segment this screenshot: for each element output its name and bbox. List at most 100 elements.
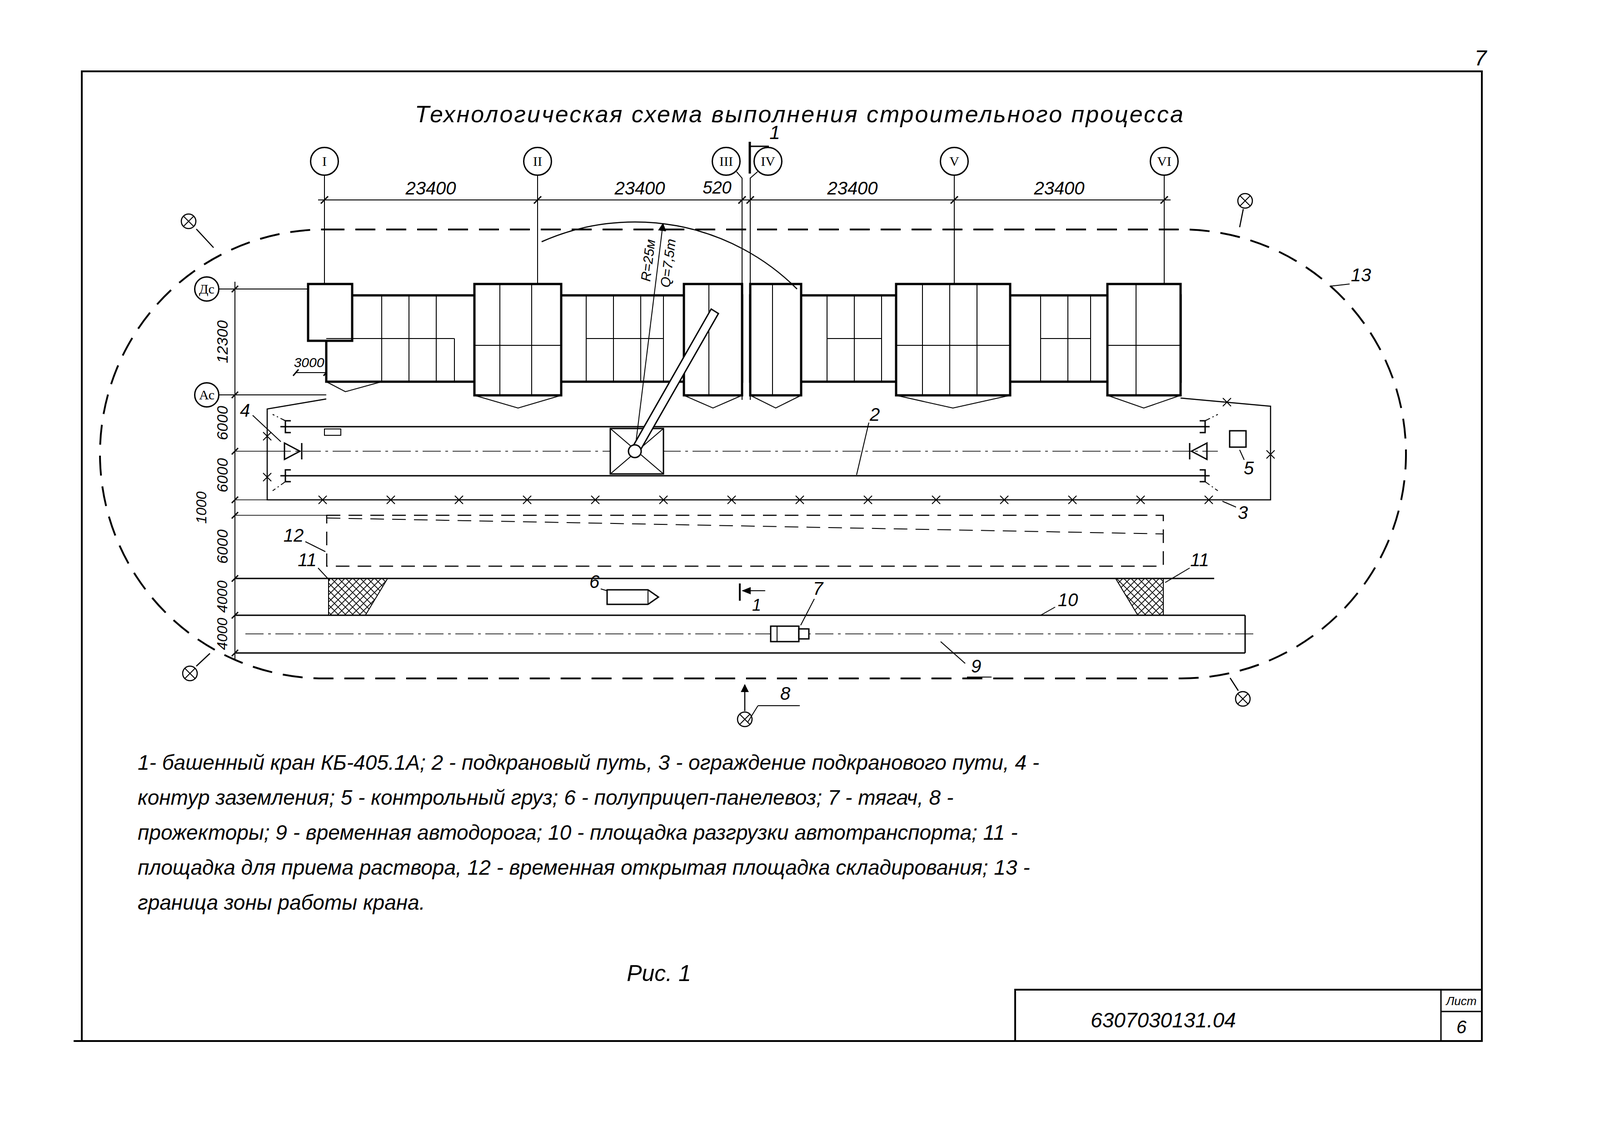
drawing-code: 6307030131.04 <box>1090 1008 1237 1032</box>
track-stop <box>1189 443 1207 460</box>
dimension-tick <box>293 369 329 376</box>
building-section <box>308 284 353 341</box>
callout-number: 12 <box>283 525 305 546</box>
dimension-label: 520 <box>702 178 732 198</box>
callout-number: 11 <box>297 549 317 570</box>
leader-line <box>252 415 281 442</box>
dimension-label: 6000 <box>214 405 231 441</box>
callout-number: 7 <box>812 578 823 599</box>
sheet-frame <box>73 71 1482 1042</box>
leader-line <box>940 641 992 678</box>
dimension-label: 6000 <box>214 458 231 493</box>
dimension-label: 6000 <box>214 529 231 564</box>
axis-label: II <box>533 154 543 169</box>
building-section <box>683 284 743 396</box>
extension-line <box>234 451 327 516</box>
axis-label: Ас <box>199 387 215 403</box>
crane-zone-boundary <box>99 229 1406 679</box>
axis-label: IV <box>760 154 776 169</box>
mortar-pad <box>1115 578 1164 616</box>
figure-caption: Рис. 1 <box>626 961 692 987</box>
leader-line <box>1040 607 1056 616</box>
building-section <box>896 284 1011 396</box>
drawing-title: Технологическая схема выполнения строите… <box>414 101 1185 128</box>
building-partition <box>326 284 1181 396</box>
section-mark-number: 1 <box>752 596 762 615</box>
dimension-label: 23400 <box>405 178 456 199</box>
dimension-label: 23400 <box>614 178 665 199</box>
mortar-pad <box>328 578 388 616</box>
callout-number: 6 <box>589 571 600 592</box>
sheet-label: Лист <box>1446 994 1477 1008</box>
panel-trailer <box>607 589 659 605</box>
dimension-line <box>318 199 1171 201</box>
leader-line <box>1165 568 1190 583</box>
axis-label: V <box>949 154 960 169</box>
axis-label: I <box>322 154 327 169</box>
storage-area <box>326 518 1164 534</box>
dimension-label: 3000 <box>294 354 325 370</box>
track-fence <box>267 398 1271 500</box>
crane-boom <box>631 309 719 454</box>
axis-line <box>324 175 1165 285</box>
dimension-line <box>295 372 327 374</box>
building-section <box>750 284 802 396</box>
axis-marker: Ас <box>194 382 220 408</box>
section-mark-number: 1 <box>769 122 780 144</box>
legend-note: 1- башенный кран КБ-405.1А; 2 - подкрано… <box>137 745 1070 921</box>
axis-marker: IV <box>753 146 783 176</box>
crane-capacity-label: Q=7,5т <box>657 238 679 289</box>
crane-radius-label: R=25м <box>638 238 658 283</box>
panel-trailer <box>647 589 649 605</box>
building-section <box>1107 284 1181 396</box>
axis-marker: Дс <box>194 276 220 302</box>
grounding-clamp <box>285 420 1206 482</box>
callout-number: 5 <box>1243 458 1254 479</box>
title-block <box>1015 989 1482 1042</box>
building-bay <box>326 381 1181 409</box>
dimension-line <box>234 281 236 659</box>
dimension-label: 23400 <box>1033 178 1085 199</box>
callout-number: 10 <box>1057 589 1079 610</box>
sheet-number: 6 <box>1456 1016 1467 1037</box>
tractor-cab <box>798 628 809 639</box>
axis-marker: II <box>523 146 553 176</box>
fence-mark <box>263 398 1275 504</box>
axis-label: III <box>719 154 733 169</box>
callout-number: 11 <box>1190 549 1210 570</box>
dimension-label: 4000 <box>214 617 231 650</box>
track-marker <box>324 428 341 436</box>
leader-line <box>856 422 869 475</box>
dimension-label: 23400 <box>827 178 878 199</box>
axis-label: VI <box>1156 154 1172 169</box>
grounding-contour <box>272 414 1218 491</box>
spotlight-beam <box>196 209 1244 712</box>
track-stop <box>284 443 302 460</box>
axis-label: Дс <box>199 281 215 297</box>
axis-marker: I <box>309 146 339 176</box>
storage-area <box>326 515 1164 567</box>
tractor <box>770 626 799 642</box>
section-mark <box>738 583 741 601</box>
dimension-label: 1000 <box>193 491 210 524</box>
section-arrow <box>741 587 751 595</box>
callout-number: 4 <box>239 400 250 421</box>
road-centerline <box>245 633 1257 635</box>
leader-line <box>1222 501 1237 508</box>
crane-pivot <box>628 444 642 458</box>
tractor <box>776 626 778 642</box>
callout-number: 8 <box>780 683 791 704</box>
dimension-tick <box>231 285 239 657</box>
callout-number: 9 <box>971 656 982 677</box>
building-section <box>474 284 562 396</box>
leader-line <box>600 588 608 591</box>
leader-line <box>800 598 815 626</box>
page-number: 7 <box>1474 46 1487 71</box>
callout-number: 3 <box>1237 502 1248 523</box>
callout-number: 2 <box>869 404 880 425</box>
leader-line <box>747 705 800 723</box>
crane-reach-arc <box>541 221 798 290</box>
